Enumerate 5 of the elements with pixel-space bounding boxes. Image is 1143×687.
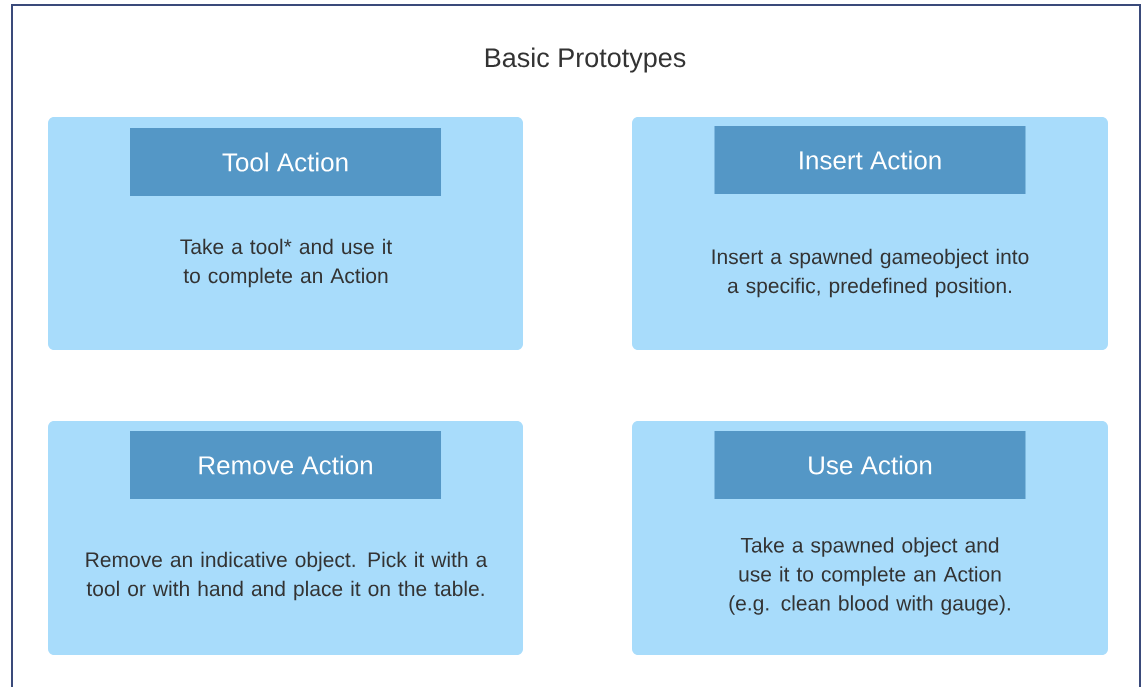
- diagram-title: Basic Prototypes: [485, 47, 686, 73]
- header-box: Insert Action: [714, 126, 1026, 194]
- header-box: Use Action: [714, 431, 1026, 499]
- header-box: Tool Action: [130, 128, 441, 196]
- header-box: Remove Action: [130, 431, 441, 499]
